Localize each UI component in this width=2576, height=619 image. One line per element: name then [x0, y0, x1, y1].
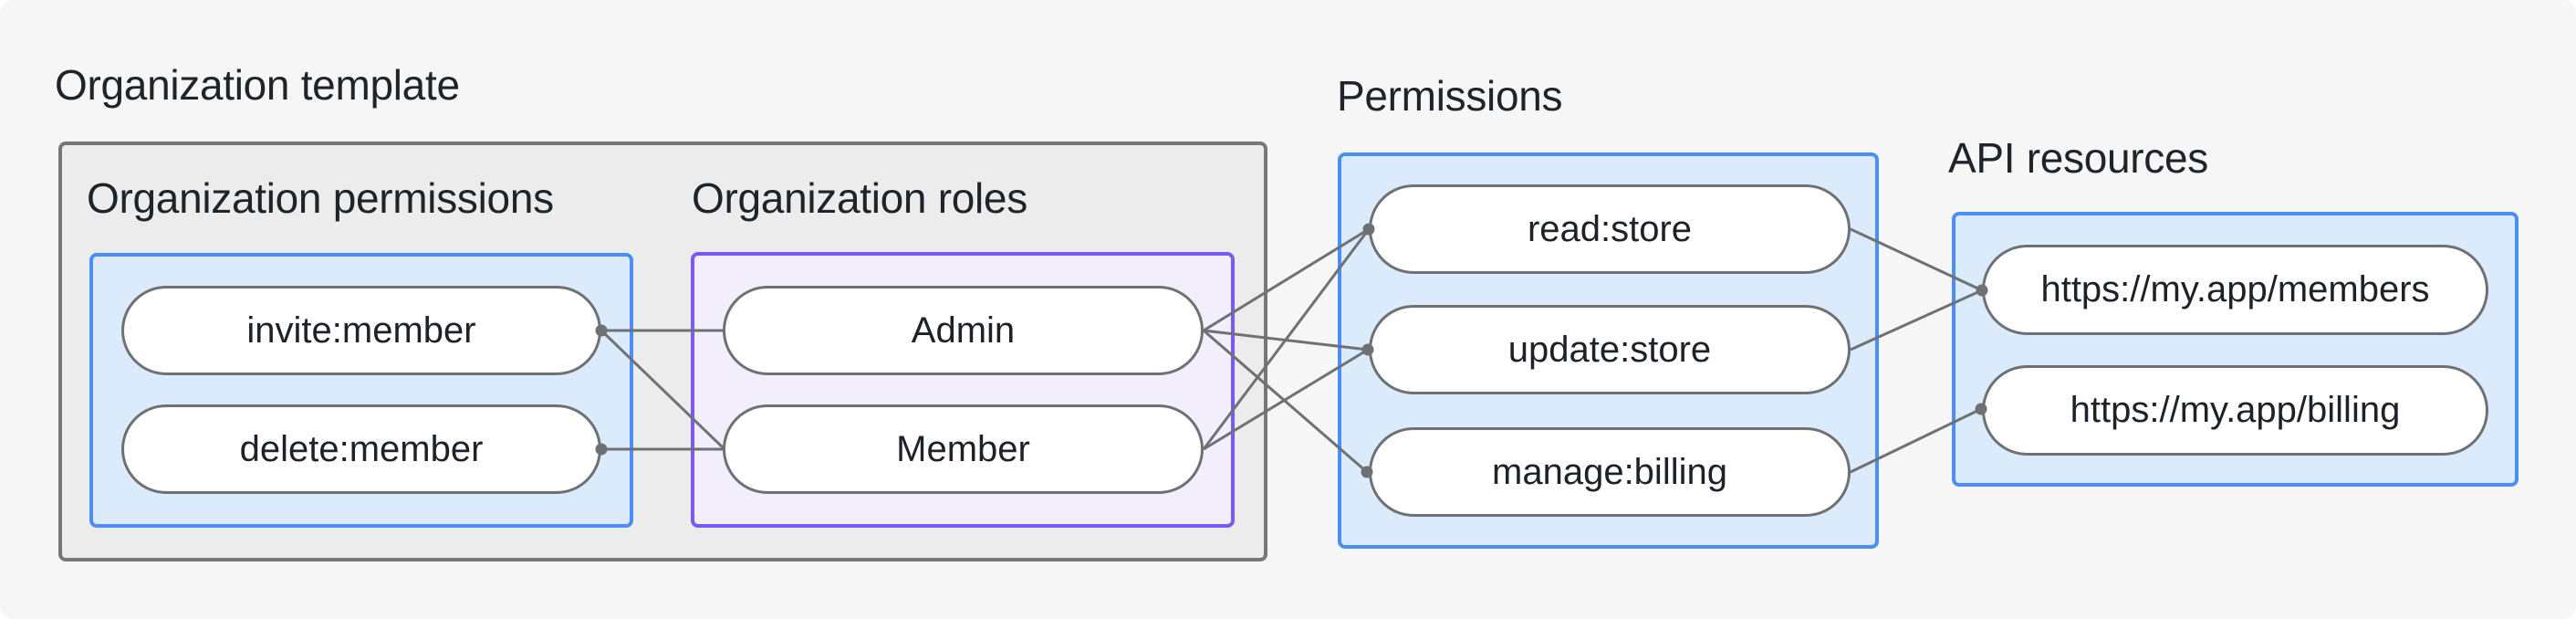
- node-billing-url: https://my.app/billing: [1982, 365, 2488, 456]
- node-manage-billing: manage:billing: [1369, 427, 1851, 517]
- permissions-heading: Permissions: [1337, 72, 1563, 120]
- organization-roles-heading: Organization roles: [692, 174, 1027, 222]
- organization-template-heading: Organization template: [55, 61, 460, 109]
- node-admin-role: Admin: [723, 286, 1204, 375]
- node-invite-member: invite:member: [121, 286, 601, 375]
- node-delete-member: delete:member: [121, 404, 601, 494]
- node-update-store: update:store: [1369, 305, 1851, 394]
- organization-permissions-heading: Organization permissions: [87, 174, 554, 222]
- api-resources-heading: API resources: [1948, 134, 2208, 182]
- node-read-store: read:store: [1369, 184, 1851, 274]
- node-member-role: Member: [723, 404, 1204, 494]
- node-members-url: https://my.app/members: [1982, 245, 2488, 335]
